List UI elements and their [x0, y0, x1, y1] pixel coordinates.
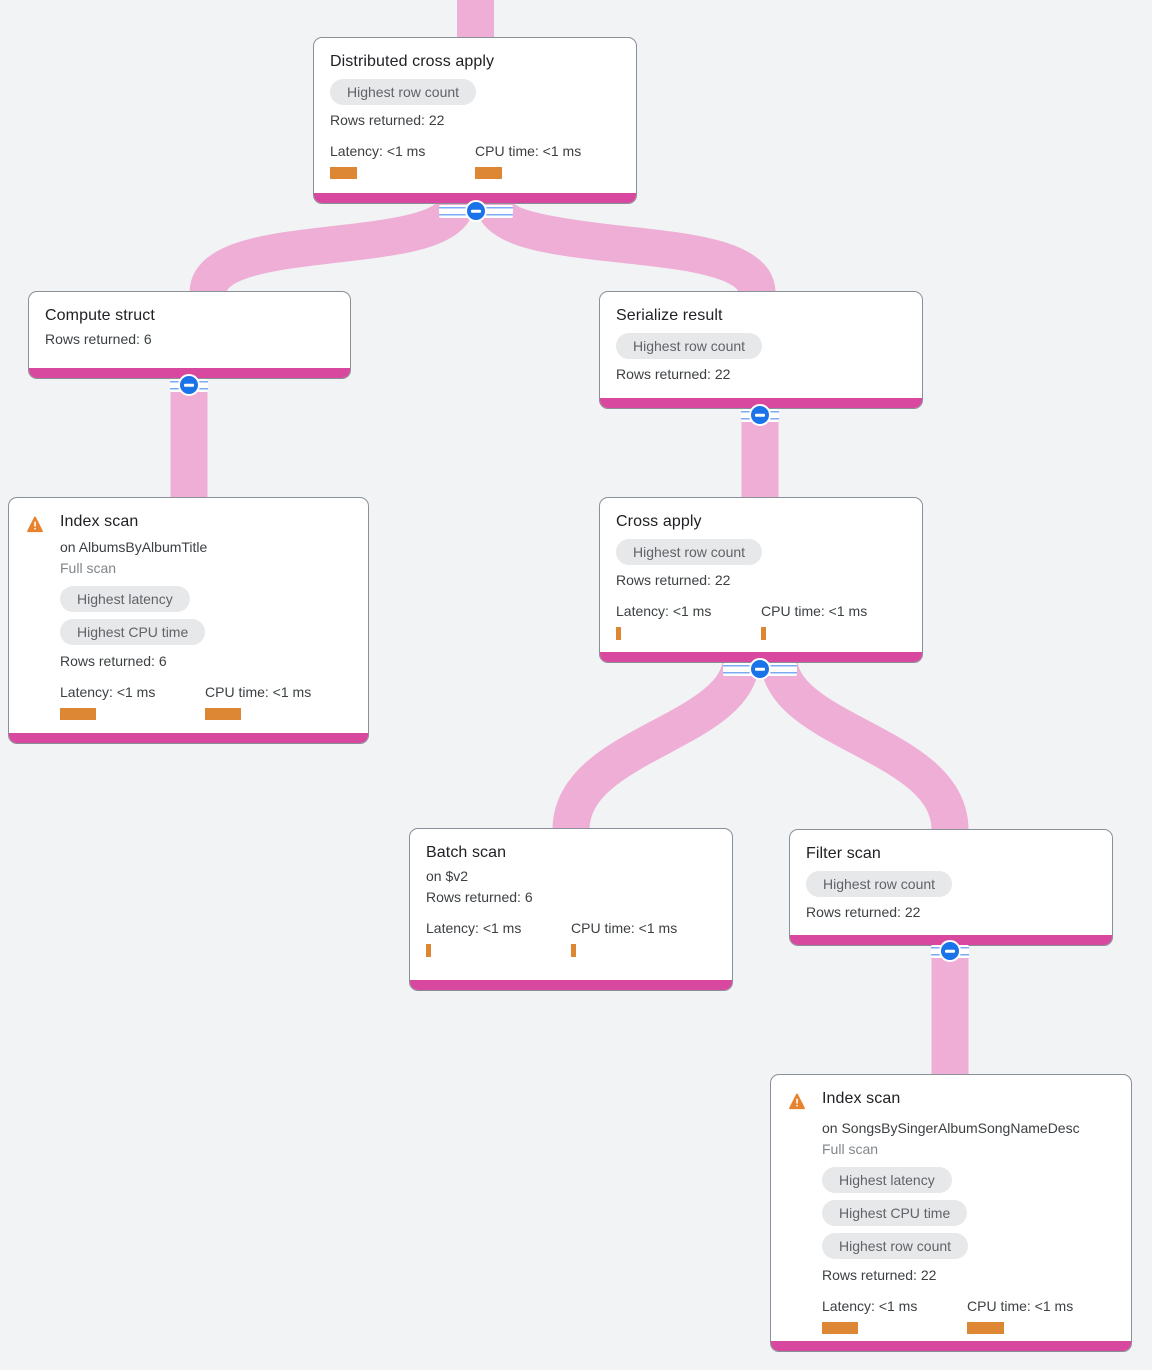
minus-icon	[470, 209, 481, 213]
node-title: Batch scan	[426, 844, 507, 861]
cpu-time-label: CPU time: <1 ms	[761, 603, 868, 619]
node-distributed-cross-apply[interactable]: Distributed cross apply Highest row coun…	[313, 37, 637, 204]
node-index-scan-albums[interactable]: Index scan on AlbumsByAlbumTitle Full sc…	[8, 497, 369, 744]
node-serialize-result[interactable]: Serialize result Highest row count Rows …	[599, 291, 923, 409]
node-cross-apply[interactable]: Cross apply Highest row count Rows retur…	[599, 497, 923, 663]
rows-returned: Rows returned: 22	[616, 366, 731, 382]
cpu-time-label: CPU time: <1 ms	[571, 920, 678, 936]
collapse-button[interactable]	[741, 404, 779, 426]
collapse-circle	[464, 200, 487, 222]
minus-icon	[945, 949, 955, 953]
latency-bar	[616, 627, 621, 640]
badge-highest-row-count: Highest row count	[822, 1233, 969, 1259]
cpu-time-bar	[571, 944, 576, 957]
node-title: Compute struct	[45, 307, 155, 324]
cpu-time-label: CPU time: <1 ms	[475, 143, 582, 159]
node-accent-bar	[600, 652, 922, 662]
rows-returned: Rows returned: 22	[330, 112, 445, 128]
minus-icon	[755, 667, 765, 671]
rows-returned: Rows returned: 22	[616, 572, 731, 588]
node-batch-scan[interactable]: Batch scan on $v2 Rows returned: 6 Laten…	[409, 828, 733, 991]
badge-highest-row-count: Highest row count	[806, 871, 953, 897]
node-filter-scan[interactable]: Filter scan Highest row count Rows retur…	[789, 829, 1113, 946]
node-accent-bar	[410, 980, 732, 990]
rows-returned: Rows returned: 6	[60, 653, 167, 669]
badge-highest-row-count: Highest row count	[616, 333, 763, 359]
latency-bar	[822, 1322, 858, 1334]
node-subtitle: on SongsBySingerAlbumSongNameDesc	[822, 1120, 1080, 1136]
latency-label: Latency: <1 ms	[330, 143, 426, 159]
node-accent-bar	[9, 733, 368, 743]
collapse-button[interactable]	[438, 200, 513, 222]
latency-label: Latency: <1 ms	[426, 920, 522, 936]
collapse-circle	[939, 940, 961, 962]
cpu-time-bar	[967, 1322, 1004, 1334]
badge-highest-row-count: Highest row count	[616, 539, 763, 565]
node-title: Serialize result	[616, 307, 723, 324]
cpu-time-bar	[475, 167, 502, 179]
node-subtitle: on $v2	[426, 868, 469, 884]
badge-highest-cpu-time: Highest CPU time	[822, 1200, 968, 1226]
collapse-circle	[178, 374, 200, 396]
badge-highest-latency: Highest latency	[60, 586, 190, 612]
scan-type-label: Full scan	[60, 560, 117, 576]
node-subtitle: on AlbumsByAlbumTitle	[60, 539, 208, 555]
latency-label: Latency: <1 ms	[616, 603, 712, 619]
flow-link	[760, 655, 969, 832]
warning-icon	[27, 516, 43, 533]
latency-label: Latency: <1 ms	[822, 1298, 918, 1314]
node-index-scan-songs[interactable]: Index scan on SongsBySingerAlbumSongName…	[770, 1074, 1132, 1352]
node-accent-bar	[771, 1341, 1131, 1351]
badge-highest-row-count: Highest row count	[330, 79, 477, 105]
collapse-circle	[749, 658, 771, 680]
rows-returned: Rows returned: 22	[806, 904, 921, 920]
collapse-circle	[749, 404, 771, 426]
node-accent-bar	[314, 193, 636, 203]
rows-returned: Rows returned: 22	[822, 1267, 937, 1283]
cpu-time-label: CPU time: <1 ms	[205, 684, 312, 700]
scan-type-label: Full scan	[822, 1141, 879, 1157]
rows-returned: Rows returned: 6	[426, 889, 533, 905]
node-title: Cross apply	[616, 513, 702, 530]
latency-bar	[330, 167, 357, 179]
node-title: Index scan	[60, 513, 139, 530]
badge-highest-latency: Highest latency	[822, 1167, 952, 1193]
node-title: Distributed cross apply	[330, 53, 495, 70]
flow-link	[552, 655, 760, 832]
latency-label: Latency: <1 ms	[60, 684, 156, 700]
badge-highest-cpu-time: Highest CPU time	[60, 619, 206, 645]
rows-returned: Rows returned: 6	[45, 331, 152, 347]
flow-link	[475, 196, 776, 297]
latency-bar	[426, 944, 431, 957]
latency-bar	[60, 708, 96, 720]
node-accent-bar	[600, 398, 922, 408]
collapse-button[interactable]	[170, 374, 208, 396]
minus-icon	[184, 383, 194, 387]
node-accent-bar	[29, 368, 350, 378]
node-title: Filter scan	[806, 845, 881, 862]
warning-icon	[789, 1093, 805, 1110]
collapse-button[interactable]	[723, 658, 797, 680]
minus-icon	[755, 413, 765, 417]
cpu-time-bar	[761, 627, 766, 640]
flow-link	[189, 196, 475, 297]
node-compute-struct[interactable]: Compute struct Rows returned: 6	[28, 291, 351, 379]
cpu-time-bar	[205, 708, 241, 720]
cpu-time-label: CPU time: <1 ms	[967, 1298, 1074, 1314]
node-title: Index scan	[822, 1090, 901, 1107]
collapse-button[interactable]	[931, 940, 969, 962]
